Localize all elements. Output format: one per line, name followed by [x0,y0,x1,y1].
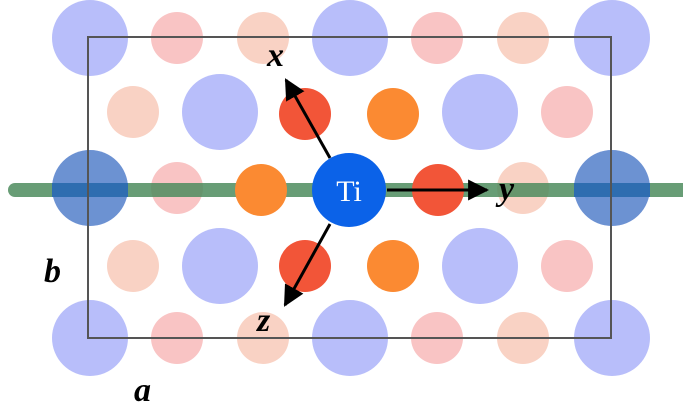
z-axis-label: z [256,302,271,339]
neighbor-atoms [235,88,464,292]
ti-atom [312,153,386,227]
faint-atom-small [541,240,593,292]
o-atom-large [182,74,258,150]
lattice-b-label: b [44,253,61,290]
lattice-a-label: a [134,372,151,409]
x-axis-arrow [284,78,332,159]
faint-atom-small [541,86,593,138]
orange-atom [235,164,287,216]
o-atom-large [182,228,258,304]
z-axis-arrow [283,223,332,307]
unit-cell [87,36,612,339]
orange-atom [367,240,419,292]
chain-blue-segment [52,183,128,197]
y-axis-label: y [495,171,515,208]
orange-atom [367,88,419,140]
o-atom-large [442,74,518,150]
faint-atom-small [107,240,159,292]
ti-atom-label: Ti [336,175,362,208]
faint-atom-small [107,86,159,138]
o-atom-large [442,228,518,304]
x-axis-label: x [266,37,284,74]
